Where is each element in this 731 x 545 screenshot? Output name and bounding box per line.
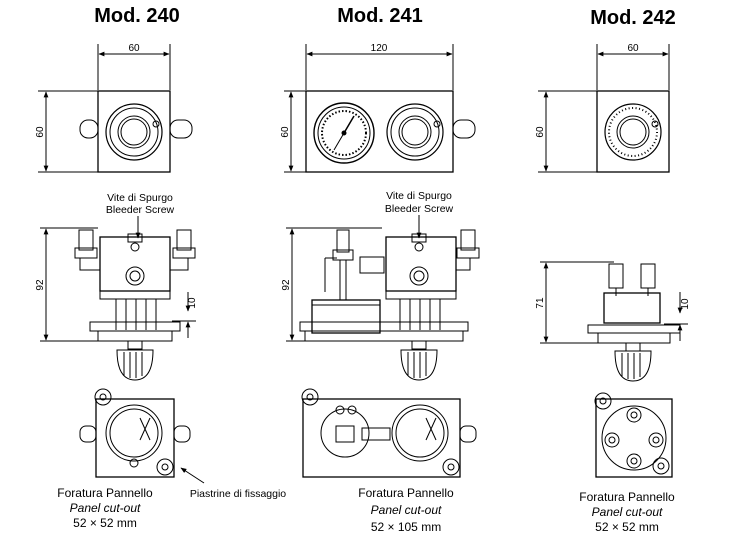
model-240-width-dim: 60: [128, 43, 140, 54]
model-242-side-small-dim: 10: [680, 298, 691, 310]
model-242-front-view: 60 60: [535, 43, 670, 173]
model-241-cutout-size: 52 × 105 mm: [371, 520, 441, 534]
model-242-cutout-label-it: Foratura Pannello: [579, 490, 675, 504]
model-241-bleeder-label-it: Vite di Spurgo: [386, 190, 452, 202]
model-242-height-dim: 60: [535, 126, 546, 138]
model-240-bleeder-label-it: Vite di Spurgo: [107, 192, 173, 204]
model-240-plate-label: Piastrine di fissaggio: [190, 488, 286, 500]
model-241-bleeder-label-en: Bleeder Screw: [385, 203, 454, 215]
model-242-cutout-size: 52 × 52 mm: [595, 520, 659, 534]
model-241-cutout-label-it: Foratura Pannello: [358, 486, 454, 500]
model-241-width-dim: 120: [371, 43, 388, 54]
model-240-side-small-dim: 10: [187, 297, 198, 309]
model-241-title: Mod. 241: [337, 5, 423, 27]
model-240-cutout-size: 52 × 52 mm: [73, 516, 137, 530]
model-240-side-height-dim: 92: [35, 279, 46, 291]
model-241-rear-view: [301, 388, 477, 478]
model-241-cutout-label-en: Panel cut-out: [371, 503, 442, 517]
model-241-side-height-dim: 92: [281, 279, 292, 291]
model-240-front-view: 60 60: [35, 43, 193, 173]
model-242-cutout-label-en: Panel cut-out: [592, 505, 663, 519]
model-241-side-view: 92: [281, 227, 480, 381]
model-240-side-view: 92 10: [35, 227, 198, 381]
model-242-title: Mod. 242: [590, 7, 676, 29]
model-240-bleeder-label-en: Bleeder Screw: [106, 204, 175, 216]
model-241-front-view: 120 60: [280, 43, 476, 173]
model-240-cutout-label-it: Foratura Pannello: [57, 486, 153, 500]
model-240-cutout-label-en: Panel cut-out: [70, 501, 141, 515]
model-242-width-dim: 60: [627, 43, 639, 54]
model-240-rear-view: [79, 388, 191, 478]
model-242-rear-view: [594, 392, 673, 478]
model-242-side-height-dim: 71: [535, 297, 546, 309]
model-242-side-view: 71 10: [535, 261, 691, 382]
model-240-height-dim: 60: [35, 126, 46, 138]
model-241-height-dim: 60: [280, 126, 291, 138]
model-240-title: Mod. 240: [94, 5, 180, 27]
